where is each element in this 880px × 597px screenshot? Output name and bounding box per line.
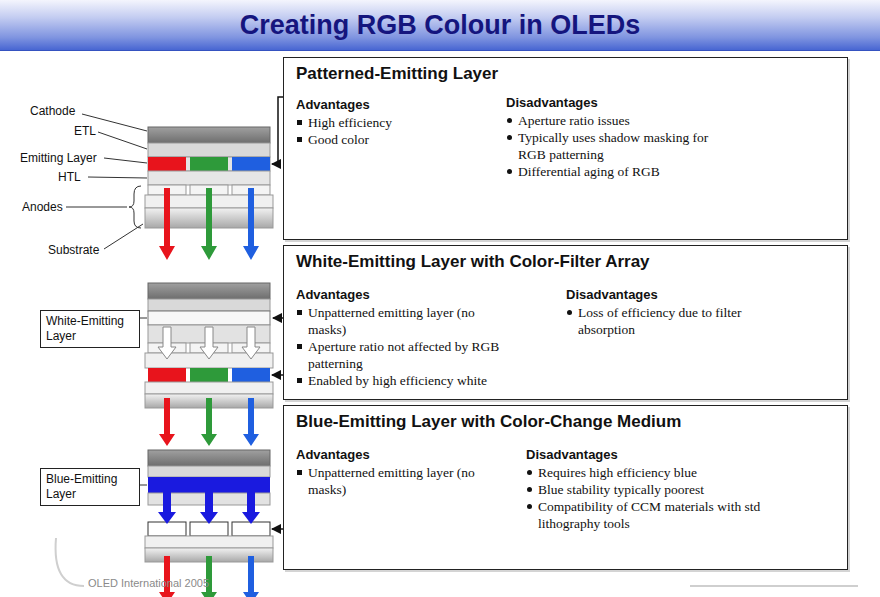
bullet-text: Unpatterned emitting layer (no masks): [308, 465, 475, 497]
bullet-text: High efficiency: [308, 115, 392, 130]
column-heading: Disadvantages: [506, 94, 721, 111]
stack-white: [145, 283, 273, 446]
box-label: Blue-Emitting Layer: [46, 472, 134, 502]
layer-name: Emitting Layer: [20, 151, 97, 165]
bullet-square: [297, 137, 302, 142]
bullet-dot: [507, 118, 512, 123]
layer-name: HTL: [58, 170, 81, 184]
slide-title: Creating RGB Colour in OLEDs: [0, 0, 880, 50]
stack-blue: [145, 450, 273, 597]
layer-label-box: Blue-Emitting Layer: [40, 468, 140, 506]
box-heading: White-Emitting Layer with Color-Filter A…: [296, 252, 650, 272]
description-box: White-Emitting Layer with Color-Filter A…: [283, 245, 848, 400]
stack-patterned: [145, 127, 273, 260]
footer-note: OLED International 2005: [88, 576, 209, 590]
bullet-square: [297, 344, 302, 349]
frame-line: [690, 585, 858, 587]
bullet-text: Aperture ratio issues: [518, 113, 630, 128]
description-box: Blue-Emitting Layer with Color-Change Me…: [283, 405, 848, 570]
box-heading: Blue-Emitting Layer with Color-Change Me…: [296, 412, 681, 432]
box-heading: Patterned-Emitting Layer: [296, 64, 498, 84]
pointer-arrows: [272, 97, 283, 529]
bullet-text: Compatibility of CCM materials with std …: [538, 499, 760, 531]
bullet-text: Typically uses shadow masking for RGB pa…: [518, 130, 708, 162]
bullet-text: Enabled by high efficiency white: [308, 373, 487, 388]
bullet-dot: [567, 310, 572, 315]
layer-label-box: White-Emitting Layer: [40, 310, 140, 348]
bullet-dot: [507, 135, 512, 140]
leader-line: [140, 485, 147, 486]
bullet-square: [297, 120, 302, 125]
bullet-text: Requires high efficiency blue: [538, 465, 697, 480]
column-heading: Disadvantages: [526, 446, 761, 463]
bullet-text: Unpatterned emitting layer (no masks): [308, 305, 475, 337]
bullet-dot: [527, 487, 532, 492]
leader-line: [140, 318, 147, 319]
column-heading: Advantages: [296, 96, 496, 113]
layer-name: Cathode: [30, 104, 75, 118]
title-banner: Creating RGB Colour in OLEDs: [0, 0, 880, 51]
bullet-text: Good color: [308, 132, 369, 147]
layer-name: Anodes: [22, 200, 63, 214]
layer-name: Substrate: [48, 243, 99, 257]
column-heading: Disadvantages: [566, 286, 781, 303]
box-label: White-Emitting Layer: [46, 314, 134, 344]
column-heading: Advantages: [296, 446, 486, 463]
bullet-square: [297, 470, 302, 475]
description-box: Patterned-Emitting LayerAdvantagesHigh e…: [283, 57, 848, 240]
bullet-dot: [527, 504, 532, 509]
bullet-text: Loss of efficiency due to filter absorpt…: [578, 305, 742, 337]
bullet-square: [297, 378, 302, 383]
bullet-dot: [527, 470, 532, 475]
bullet-text: Differential aging of RGB: [518, 164, 660, 179]
layer-name: ETL: [74, 124, 96, 138]
frame-line: [56, 538, 84, 586]
bullet-square: [297, 310, 302, 315]
column-heading: Advantages: [296, 286, 501, 303]
bullet-dot: [507, 169, 512, 174]
bullet-text: Blue stability typically poorest: [538, 482, 704, 497]
bullet-text: Aperture ratio not affected by RGB patte…: [308, 339, 499, 371]
